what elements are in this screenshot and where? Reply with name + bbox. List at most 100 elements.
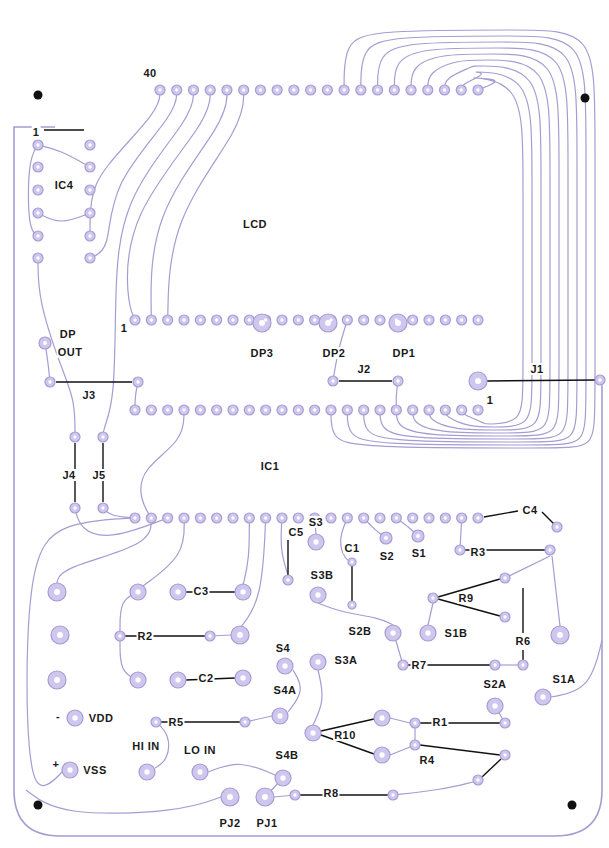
drill-hole — [199, 318, 202, 321]
solder-pad — [228, 405, 238, 415]
solder-pad — [342, 405, 352, 415]
solder-pad — [231, 626, 249, 644]
solder-pad — [293, 315, 303, 325]
solder-pad — [277, 405, 287, 415]
drill-hole — [280, 318, 283, 321]
solder-pad — [328, 376, 338, 386]
solder-pad — [228, 315, 238, 325]
solder-pad — [228, 513, 238, 523]
solder-pad — [45, 377, 55, 387]
copper-trace — [429, 66, 541, 430]
solder-pad — [310, 315, 320, 325]
drill-hole — [443, 88, 446, 91]
silkscreen-label: R6 — [514, 635, 531, 647]
solder-pad — [322, 85, 332, 95]
solder-pad — [391, 405, 401, 415]
drill-hole — [276, 88, 279, 91]
drill-hole — [88, 234, 91, 237]
drill-hole — [280, 775, 285, 780]
silkscreen-label: R7 — [410, 659, 427, 671]
solder-pad — [326, 513, 336, 523]
solder-pad — [393, 376, 403, 386]
drill-hole — [280, 516, 283, 519]
drill-hole — [166, 408, 169, 411]
drill-hole — [390, 630, 395, 635]
copper-trace — [14, 127, 602, 836]
drill-hole — [444, 516, 447, 519]
solder-pad — [275, 770, 291, 786]
drill-hole — [460, 408, 463, 411]
drill-hole — [36, 211, 39, 214]
drill-hole — [259, 88, 262, 91]
drill-hole — [209, 88, 212, 91]
solder-pad — [310, 587, 326, 603]
drill-hole — [310, 730, 315, 735]
mounting-hole — [34, 91, 43, 100]
solder-pad — [428, 593, 438, 603]
copper-trace — [390, 718, 410, 723]
drill-hole — [351, 604, 354, 607]
copper-trace — [90, 90, 160, 236]
solder-pad — [240, 717, 250, 727]
drill-hole — [88, 188, 91, 191]
drill-hole — [166, 516, 169, 519]
solder-pad — [375, 513, 385, 523]
drill-hole — [557, 632, 563, 638]
solder-pad — [205, 85, 215, 95]
silkscreen-label: DP1 — [392, 347, 417, 359]
drill-hole — [262, 794, 268, 800]
solder-pad — [420, 625, 436, 641]
drill-hole — [476, 516, 479, 519]
drill-hole — [243, 720, 246, 723]
solder-pad — [375, 315, 385, 325]
drill-hole — [118, 634, 121, 637]
drill-hole — [135, 677, 140, 682]
silkscreen-label: HI IN — [131, 740, 161, 752]
copper-trace — [26, 790, 221, 813]
solder-pad — [85, 162, 95, 172]
drill-hole — [54, 589, 60, 595]
drill-hole — [431, 596, 434, 599]
drill-hole — [231, 516, 234, 519]
drill-hole — [378, 516, 381, 519]
drill-hole — [555, 525, 558, 528]
drill-hole — [411, 516, 414, 519]
drill-hole — [379, 715, 384, 720]
component-outline — [487, 380, 595, 381]
solder-pad — [500, 750, 510, 760]
drill-hole — [36, 188, 39, 191]
silkscreen-label: C1 — [343, 542, 360, 554]
drill-hole — [73, 435, 76, 438]
solder-pad — [139, 764, 155, 780]
drill-hole — [325, 320, 331, 326]
solder-pad — [272, 85, 282, 95]
drill-hole — [315, 659, 320, 664]
solder-pad — [306, 85, 316, 95]
solder-pad — [389, 314, 407, 332]
drill-hole — [395, 408, 398, 411]
copper-trace — [313, 670, 322, 725]
solder-pad — [473, 775, 483, 785]
solder-pad — [457, 513, 467, 523]
silkscreen-label: J1 — [529, 363, 544, 375]
drill-hole — [101, 506, 104, 509]
drill-hole — [175, 88, 178, 91]
drill-hole — [401, 663, 404, 666]
solder-pad — [410, 740, 420, 750]
silkscreen-label: + — [52, 758, 61, 770]
solder-pad — [85, 208, 95, 218]
drill-hole — [182, 318, 185, 321]
solder-pad — [348, 558, 356, 566]
solder-pad — [293, 513, 303, 523]
solder-pad — [348, 601, 356, 609]
mounting-hole — [581, 94, 590, 103]
copper-trace — [552, 556, 560, 626]
drill-hole — [240, 589, 245, 594]
drill-hole — [378, 408, 381, 411]
silkscreen-label: DP3 — [250, 347, 275, 359]
drill-hole — [476, 408, 479, 411]
silkscreen-label: VDD — [88, 712, 115, 724]
solder-pad — [239, 85, 249, 95]
solder-pad — [423, 85, 433, 95]
